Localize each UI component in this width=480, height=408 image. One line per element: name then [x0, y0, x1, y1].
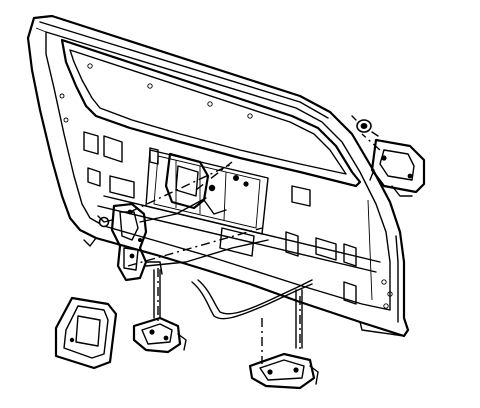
liftgate-inner-panel: [26, 14, 410, 338]
handle-cup-bezel: [54, 296, 118, 370]
explosion-lines: [127, 133, 381, 364]
latch-assembly: [97, 202, 163, 282]
connecting-rod: [153, 269, 303, 349]
window-opening: [59, 38, 362, 188]
retainer-clip: [351, 115, 379, 137]
lower-latch-right: [248, 352, 319, 390]
lower-latch-left: [132, 316, 187, 354]
actuator-rod: [139, 197, 313, 320]
lock-actuator: [164, 152, 249, 215]
panel-cutouts: [83, 131, 393, 309]
outer-handle: [369, 138, 426, 197]
